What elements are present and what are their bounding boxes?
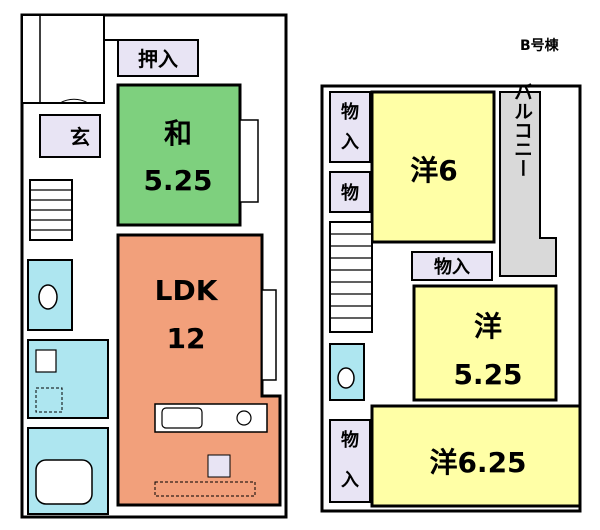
washitsu-name: 和: [164, 117, 192, 150]
ldk-size: 12: [167, 322, 206, 355]
floor-2-plan: B号棟 物 入 物 洋6 バルコニー 物入 洋 5.25: [320, 37, 582, 513]
balcony: [499, 91, 557, 277]
floor-1-outer-wall: [20, 13, 288, 519]
room-3-name: 洋6.25: [429, 446, 526, 479]
fridge-space-icon: [207, 454, 231, 478]
room-2-size: 5.25: [453, 358, 522, 391]
storage-top: [329, 91, 371, 163]
kitchen-sink-icon: [161, 407, 203, 429]
storage-bottom: [329, 419, 371, 503]
washitsu-size: 5.25: [143, 164, 212, 197]
washer-space-icon: [35, 387, 63, 413]
bathtub-icon: [35, 459, 93, 505]
floor-2-outer-wall: [320, 84, 582, 513]
storage-top-char1: 物: [341, 101, 359, 123]
oshiire-closet: [117, 39, 199, 77]
storage-mid: [329, 171, 371, 213]
unit-label: B号棟: [520, 37, 560, 54]
storage-top-char2: 入: [341, 132, 359, 153]
storage-bottom-char2: 入: [341, 470, 359, 491]
oshiire-label: 押入: [138, 47, 178, 71]
storage-mid-label: 物: [341, 182, 359, 204]
sink-icon: [35, 349, 57, 373]
stove-icon: [236, 410, 252, 426]
floor-1-plan: 押入 和 5.25 玄 LDK 12: [20, 13, 288, 519]
porch: [21, 14, 105, 104]
toilet-2-icon: [337, 367, 355, 389]
room-2-name: 洋: [474, 310, 502, 343]
western-room-1: [370, 90, 496, 244]
storage-bottom-char1: 物: [341, 429, 359, 451]
kitchen-storage-dashed: [154, 481, 256, 497]
western-room-3: [370, 404, 582, 508]
ldk-room: [116, 233, 282, 507]
storage-right: [411, 251, 493, 281]
toilet-icon: [38, 284, 58, 310]
floor-1-stairs: [29, 179, 73, 241]
western-room-2: [412, 284, 558, 402]
ldk-name: LDK: [155, 274, 219, 307]
storage-right-label: 物入: [434, 256, 470, 278]
entrance: [39, 114, 101, 158]
floor-2-stairs: [329, 221, 373, 333]
washitsu-room: [116, 83, 242, 227]
balcony-label: バルコニー: [511, 82, 533, 177]
entrance-label: 玄: [70, 125, 90, 149]
room-1-name: 洋6: [410, 154, 457, 187]
